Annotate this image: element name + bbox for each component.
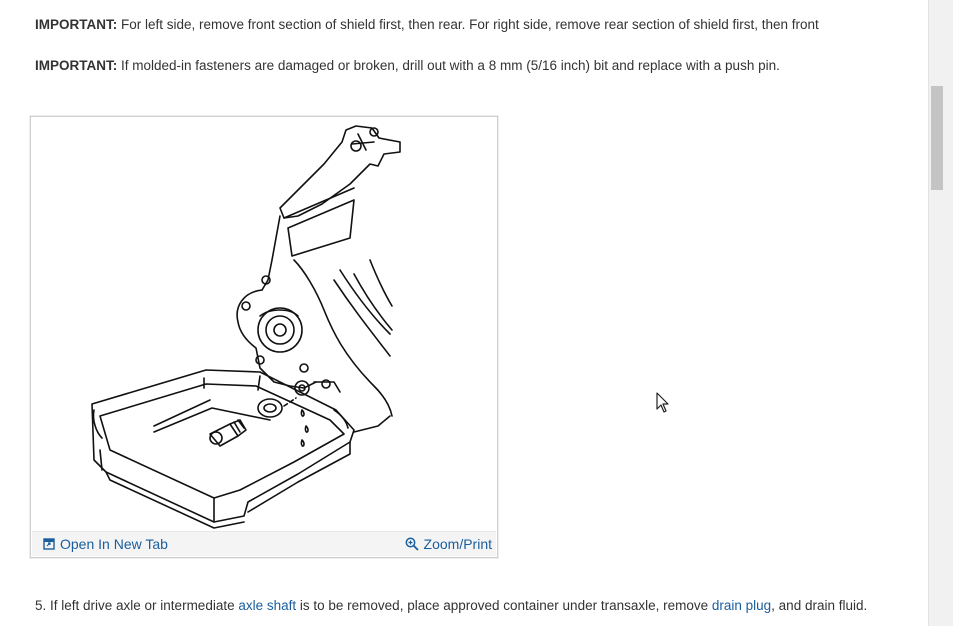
step-text-suffix: , and drain fluid. xyxy=(771,598,868,613)
important-label: IMPORTANT: xyxy=(35,58,118,73)
step-text-prefix: 5. If left drive axle or intermediate xyxy=(35,598,239,613)
important-text: For left side, remove front section of s… xyxy=(117,17,819,32)
vertical-scrollbar[interactable] xyxy=(928,0,953,626)
step-text-middle: is to be removed, place approved contain… xyxy=(296,598,712,613)
magnifier-plus-icon xyxy=(405,537,419,551)
open-in-new-tab-icon xyxy=(43,538,55,550)
important-text: If molded-in fasteners are damaged or br… xyxy=(117,58,780,73)
line-drawing xyxy=(91,125,401,529)
step-5-text: 5. If left drive axle or intermediate ax… xyxy=(35,597,867,615)
transaxle-drain-illustration[interactable] xyxy=(34,120,494,530)
drain-plug-link[interactable]: drain plug xyxy=(711,598,772,613)
scrollbar-thumb[interactable] xyxy=(931,86,943,190)
important-note-2: IMPORTANT: If molded-in fasteners are da… xyxy=(35,57,780,75)
zoom-print-label: Zoom/Print xyxy=(423,536,492,552)
article-content: IMPORTANT: For left side, remove front s… xyxy=(30,16,867,615)
figure-container: Open In New Tab Zoom/Print xyxy=(30,116,498,558)
zoom-print-link[interactable]: Zoom/Print xyxy=(405,536,492,552)
mouse-cursor-icon xyxy=(656,392,670,419)
figure-toolbar: Open In New Tab Zoom/Print xyxy=(32,531,496,556)
important-label: IMPORTANT: xyxy=(35,17,118,32)
open-in-new-tab-link[interactable]: Open In New Tab xyxy=(43,536,168,552)
axle-shaft-link[interactable]: axle shaft xyxy=(238,598,297,613)
important-note-1: IMPORTANT: For left side, remove front s… xyxy=(35,16,819,34)
open-in-new-tab-label: Open In New Tab xyxy=(60,536,168,552)
